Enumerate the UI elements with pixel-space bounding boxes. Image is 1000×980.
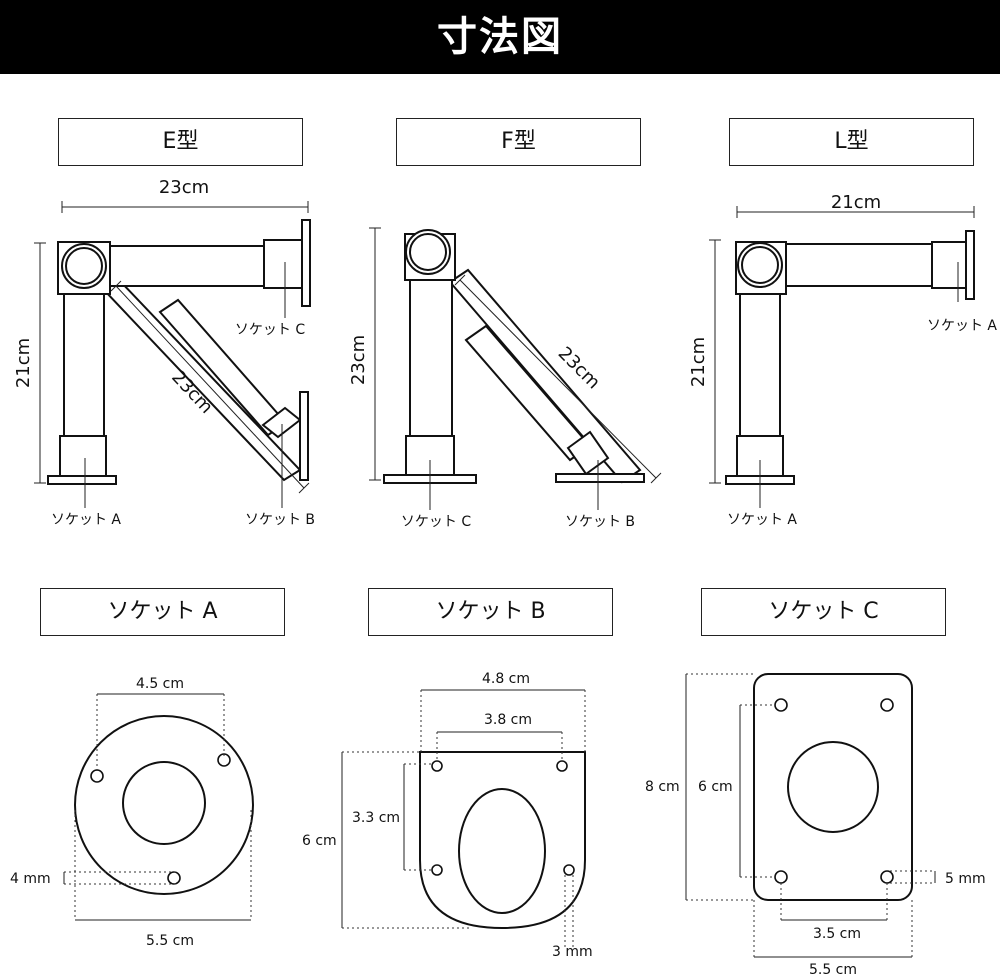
- socket-b-height-label: 6 cm: [302, 833, 337, 849]
- socket-b-hole-vertical-label: 3.3 cm: [352, 810, 400, 826]
- f-height-label: 23cm: [348, 335, 369, 385]
- e-height-label: 21cm: [13, 338, 34, 388]
- socket-b-title: ソケット B: [435, 599, 546, 624]
- socket-c-hole-size-label: 5 mm: [945, 871, 986, 887]
- e-socket-b-label: ソケット B: [245, 512, 315, 528]
- e-socket-c-label: ソケット C: [235, 322, 305, 338]
- header-bar: 寸法図: [0, 0, 1000, 74]
- e-socket-a-label: ソケット A: [51, 512, 121, 528]
- type-e-title: E型: [162, 129, 199, 154]
- l-height-label: 21cm: [688, 337, 709, 387]
- socket-c-height-label: 8 cm: [645, 779, 680, 795]
- f-socket-c-label: ソケット C: [401, 514, 471, 530]
- socket-c-title: ソケット C: [768, 599, 879, 624]
- f-type-drawing: 23cm 23cm ソケット C ソケット B: [348, 227, 662, 530]
- type-l-title-box: L型: [729, 118, 974, 166]
- socket-b-drawing: 4.8 cm 3.8 cm 6 cm 3.3 cm 3 mm: [302, 671, 593, 960]
- type-f-title: F型: [501, 129, 536, 154]
- socket-c-width-label: 5.5 cm: [809, 962, 857, 978]
- e-width-label: 23cm: [159, 177, 209, 198]
- socket-a-title: ソケット A: [107, 599, 218, 624]
- l-type-drawing: 21cm 21cm ソケット A ソケット A: [688, 192, 997, 528]
- type-l-title: L型: [834, 129, 869, 154]
- page-title: 寸法図: [437, 14, 563, 60]
- socket-b-hole-size-label: 3 mm: [552, 944, 593, 960]
- socket-c-title-box: ソケット C: [701, 588, 946, 636]
- socket-b-hole-span-label: 3.8 cm: [484, 712, 532, 728]
- type-e-title-box: E型: [58, 118, 303, 166]
- socket-b-width-label: 4.8 cm: [482, 671, 530, 687]
- socket-b-title-box: ソケット B: [368, 588, 613, 636]
- e-type-drawing: 23cm 21cm 23cm ソケット A ソケット B ソ: [13, 177, 315, 528]
- type-f-title-box: F型: [396, 118, 641, 166]
- socket-c-drawing: 8 cm 6 cm 5 mm 3.5 cm 5.5 cm: [645, 673, 986, 978]
- socket-c-hole-vertical-label: 6 cm: [698, 779, 733, 795]
- f-socket-b-label: ソケット B: [565, 514, 635, 530]
- socket-c-hole-span-label: 3.5 cm: [813, 926, 861, 942]
- l-socket-a-top-label: ソケット A: [927, 318, 997, 334]
- socket-a-title-box: ソケット A: [40, 588, 285, 636]
- socket-a-drawing: 4.5 cm 5.5 cm 4 mm: [10, 676, 254, 949]
- socket-a-hole-size-label: 4 mm: [10, 871, 51, 887]
- l-socket-a-bottom-label: ソケット A: [727, 512, 797, 528]
- l-width-label: 21cm: [831, 192, 881, 213]
- socket-a-hole-span-label: 4.5 cm: [136, 676, 184, 692]
- socket-a-outer-diameter-label: 5.5 cm: [146, 933, 194, 949]
